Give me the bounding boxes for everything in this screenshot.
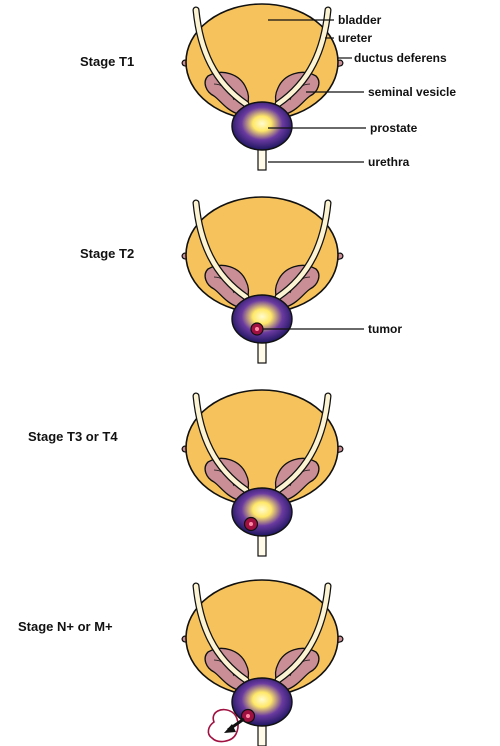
anatomy-figure <box>185 197 340 363</box>
stage-n-m-panel: Stage N+ or M+ <box>18 580 340 746</box>
prostate-label: prostate <box>370 121 418 135</box>
stage-t3-t4-panel: Stage T3 or T4 <box>28 390 340 556</box>
stage-n-m-label: Stage N+ or M+ <box>18 619 113 634</box>
ureter-label: ureter <box>338 31 372 45</box>
tumor-highlight <box>255 327 259 331</box>
stage-t1-panel: Stage T1 bladder ureter ductus deferens … <box>80 4 456 170</box>
stage-t2-label: Stage T2 <box>80 246 134 261</box>
tumor-label: tumor <box>368 322 402 336</box>
anatomy-figure <box>185 580 340 746</box>
anatomy-figure <box>185 4 340 170</box>
seminal-vesicle-label: seminal vesicle <box>368 85 456 99</box>
bladder-label: bladder <box>338 13 382 27</box>
tumor-highlight <box>246 714 250 718</box>
urethra-label: urethra <box>368 155 410 169</box>
stage-t1-label: Stage T1 <box>80 54 134 69</box>
stage-t2-panel: Stage T2 tumor <box>80 197 402 363</box>
ductus-deferens-label: ductus deferens <box>354 51 447 65</box>
anatomy-figure <box>185 390 340 556</box>
stage-t3-t4-label: Stage T3 or T4 <box>28 429 118 444</box>
tumor-highlight <box>249 522 253 526</box>
